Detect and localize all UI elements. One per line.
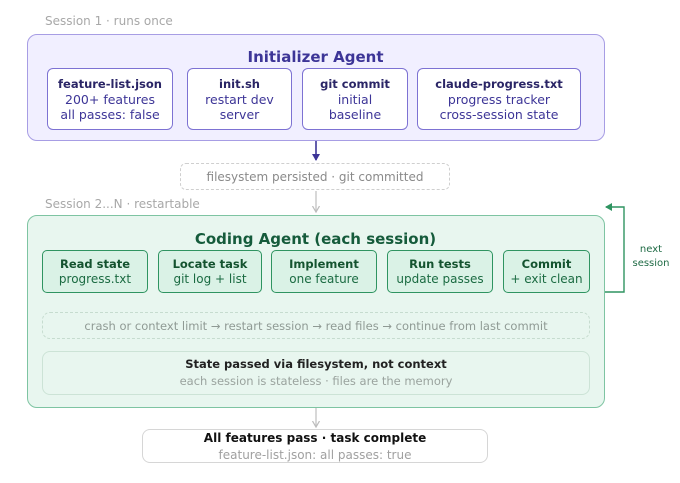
artifact-line: server: [219, 107, 260, 122]
coding-agent-title: Coding Agent (each session): [194, 230, 437, 248]
step-title: Commit: [521, 257, 572, 271]
artifact-git-commit: git commit initial baseline: [302, 68, 408, 130]
artifact-title: init.sh: [219, 77, 260, 91]
step-line: one feature: [289, 272, 359, 286]
artifact-line: 200+ features: [65, 92, 155, 107]
step-commit: Commit + exit clean: [503, 250, 590, 293]
step-line: git log + list: [173, 272, 247, 286]
task-complete-box: All features pass · task complete featur…: [142, 429, 488, 463]
step-line: + exit clean: [510, 272, 583, 286]
artifact-claude-progress: claude-progress.txt progress tracker cro…: [417, 68, 581, 130]
initializer-agent-title: Initializer Agent: [247, 48, 384, 66]
artifact-line: restart dev: [205, 92, 274, 107]
step-implement: Implement one feature: [271, 250, 377, 293]
session1-label: Session 1 · runs once: [45, 14, 173, 28]
coding-agent-panel: Coding Agent (each session) Read state p…: [27, 215, 605, 408]
state-passed-box: State passed via filesystem, not context…: [42, 351, 590, 395]
state-passed-subtitle: each session is stateless · files are th…: [179, 374, 453, 388]
initializer-agent-panel: Initializer Agent feature-list.json 200+…: [27, 34, 605, 141]
artifact-title: feature-list.json: [58, 77, 162, 91]
step-line: update passes: [396, 272, 484, 286]
next-session-line: next: [639, 244, 663, 255]
task-complete-title: All features pass · task complete: [203, 430, 427, 445]
task-complete-subtitle: feature-list.json: all passes: true: [218, 447, 412, 462]
step-run-tests: Run tests update passes: [387, 250, 493, 293]
artifact-line: cross-session state: [439, 107, 559, 122]
artifact-feature-list: feature-list.json 200+ features all pass…: [47, 68, 173, 130]
step-locate-task: Locate task git log + list: [158, 250, 262, 293]
artifact-init-sh: init.sh restart dev server: [187, 68, 292, 130]
artifact-line: progress tracker: [447, 92, 551, 107]
crash-recovery-text: crash or context limit → restart session…: [84, 318, 548, 333]
next-session-line: session: [632, 258, 670, 269]
step-title: Implement: [289, 257, 359, 271]
filesystem-persisted-text: filesystem persisted · git committed: [206, 169, 424, 184]
artifact-line: initial: [337, 92, 373, 107]
step-read-state: Read state progress.txt: [42, 250, 148, 293]
step-line: progress.txt: [58, 272, 132, 286]
artifact-title: git commit: [320, 77, 390, 91]
session2-label: Session 2...N · restartable: [45, 197, 200, 211]
next-session-label: next session: [628, 243, 674, 271]
crash-recovery-box: crash or context limit → restart session…: [42, 312, 590, 339]
step-title: Locate task: [172, 257, 248, 271]
artifact-title: claude-progress.txt: [435, 77, 563, 91]
step-title: Run tests: [409, 257, 471, 271]
step-title: Read state: [59, 257, 131, 271]
artifact-line: baseline: [328, 107, 382, 122]
filesystem-persisted-box: filesystem persisted · git committed: [180, 163, 450, 190]
artifact-line: all passes: false: [60, 107, 160, 122]
state-passed-title: State passed via filesystem, not context: [185, 357, 447, 371]
